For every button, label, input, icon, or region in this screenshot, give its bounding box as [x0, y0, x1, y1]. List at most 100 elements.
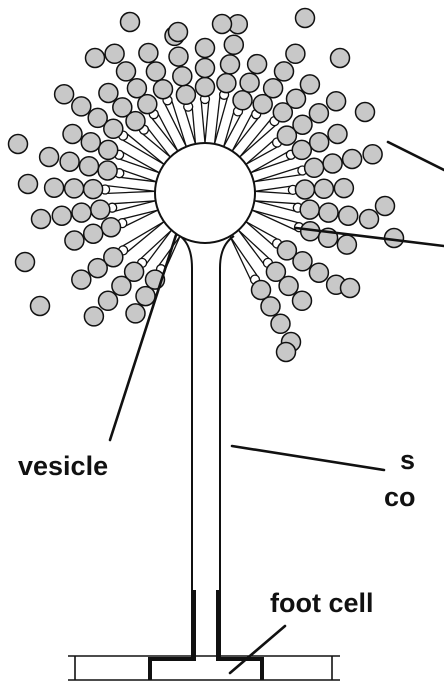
- conidium: [271, 314, 290, 333]
- conidium: [314, 179, 333, 198]
- conidium: [99, 84, 118, 103]
- conidium: [169, 47, 188, 66]
- conidium: [300, 75, 319, 94]
- conidium-loose: [86, 49, 105, 68]
- label-vesicle: vesicle: [18, 453, 108, 480]
- conidium: [300, 200, 319, 219]
- conidium: [196, 39, 215, 58]
- conidium: [65, 179, 84, 198]
- conidium-loose: [169, 23, 188, 42]
- phialide: [205, 99, 209, 143]
- conidium: [112, 276, 131, 295]
- conidium: [293, 252, 312, 271]
- phialide: [215, 94, 221, 144]
- conidium: [305, 158, 324, 177]
- conidium: [32, 210, 51, 229]
- conidium: [240, 73, 259, 92]
- conidium: [45, 178, 64, 197]
- conidium: [293, 291, 312, 310]
- conidium: [196, 78, 215, 97]
- leader-line-conidia: [388, 142, 444, 170]
- conidium: [309, 263, 328, 282]
- phialide: [246, 222, 275, 247]
- phialide: [105, 191, 155, 193]
- phialide: [201, 99, 205, 143]
- label-foot-cell: foot cell: [270, 590, 374, 617]
- conidium: [224, 35, 243, 54]
- conidium: [88, 259, 107, 278]
- conidium: [55, 85, 74, 104]
- phialide: [224, 110, 235, 147]
- conidium: [360, 210, 379, 229]
- conidium-loose: [296, 9, 315, 28]
- conidium: [328, 125, 347, 144]
- conidium: [98, 161, 117, 180]
- phialide: [124, 210, 158, 227]
- conidium-loose: [9, 135, 28, 154]
- conidium: [126, 304, 145, 323]
- conidium-loose: [19, 175, 38, 194]
- phialide: [255, 191, 293, 194]
- conidium: [295, 180, 314, 199]
- phialide: [254, 174, 304, 181]
- conidium: [113, 98, 132, 117]
- conidium: [146, 62, 165, 81]
- conidium-loose: [213, 15, 232, 34]
- leader-line-foot-cell: [230, 626, 285, 673]
- phialide: [240, 118, 272, 157]
- conidium-loose: [121, 13, 140, 32]
- conidium: [136, 287, 155, 306]
- conidium: [63, 125, 82, 144]
- conidium: [309, 104, 328, 123]
- conidium: [286, 44, 305, 63]
- conidium: [293, 115, 312, 134]
- conidium: [52, 206, 71, 225]
- conidium: [117, 62, 136, 81]
- conidium: [233, 91, 252, 110]
- conidium: [81, 133, 100, 152]
- conidium: [72, 203, 91, 222]
- conidium-loose: [31, 297, 50, 316]
- conidium: [84, 224, 103, 243]
- phialide: [121, 210, 158, 219]
- conidium: [334, 179, 353, 198]
- conidium: [363, 145, 382, 164]
- conidium-loose: [356, 103, 375, 122]
- conidium: [127, 79, 146, 98]
- conidium: [105, 44, 124, 63]
- conidium: [84, 307, 103, 326]
- conidium: [339, 206, 358, 225]
- conidium: [279, 276, 298, 295]
- conidium: [319, 203, 338, 222]
- phialide: [230, 236, 259, 277]
- conidium: [327, 92, 346, 111]
- conidium-loose: [376, 197, 395, 216]
- conidium: [343, 150, 362, 169]
- conidium: [80, 157, 99, 176]
- conidium: [154, 80, 173, 99]
- conidium: [65, 231, 84, 250]
- conidium: [248, 55, 267, 74]
- conidium-loose: [331, 49, 350, 68]
- conidium: [102, 218, 121, 237]
- phialide: [105, 186, 155, 192]
- conidium: [72, 97, 91, 116]
- phialide: [240, 124, 278, 157]
- phialide: [255, 186, 293, 191]
- conidium: [139, 44, 158, 63]
- phialide: [232, 116, 259, 151]
- conidium: [84, 180, 103, 199]
- conidium: [176, 85, 195, 104]
- phialide: [125, 132, 164, 164]
- conidium-loose: [277, 343, 296, 362]
- conidium: [40, 148, 59, 167]
- conidium: [261, 297, 280, 316]
- conidium: [287, 89, 306, 108]
- phialide: [121, 139, 164, 164]
- phialide: [246, 146, 279, 165]
- conidium: [275, 62, 294, 81]
- substrate-hypha: [68, 656, 340, 680]
- conidium: [173, 67, 192, 86]
- conidium: [323, 154, 342, 173]
